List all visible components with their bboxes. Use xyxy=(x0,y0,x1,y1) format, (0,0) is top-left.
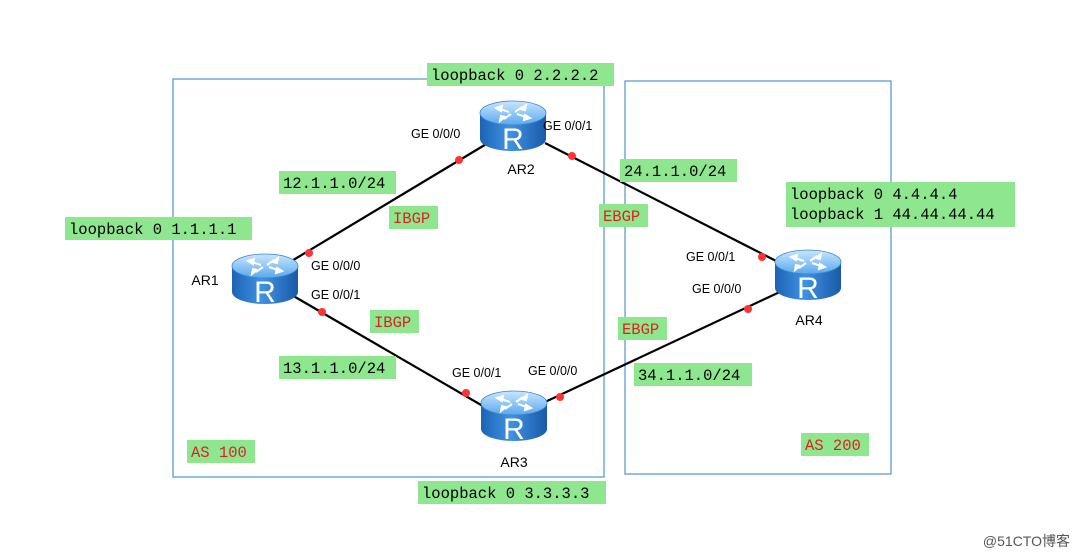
port-dot xyxy=(305,249,313,257)
subnet-13: 13.1.1.0/24 xyxy=(283,360,385,378)
link-ar2-ar4 xyxy=(544,142,785,266)
protocol-label-bg xyxy=(618,317,667,340)
protocol-ebgp-ar2-ar4: EBGP xyxy=(603,208,640,226)
interface-label: GE 0/0/1 xyxy=(452,366,501,380)
loopback-label-bg xyxy=(65,217,252,240)
as-200-area xyxy=(624,80,892,475)
router-name-ar1: AR1 xyxy=(191,272,218,288)
port-dot xyxy=(318,308,326,316)
protocol-label-bg xyxy=(370,310,419,333)
port-dot xyxy=(568,152,576,160)
subnet-24: 24.1.1.0/24 xyxy=(624,163,726,181)
as-100-label: AS 100 xyxy=(191,444,247,462)
interface-label: GE 0/0/0 xyxy=(692,282,741,296)
interface-label: GE 0/0/0 xyxy=(411,127,460,141)
interface-label: GE 0/0/1 xyxy=(686,250,735,264)
loopback-ar4-0: loopback 0 4.4.4.4 xyxy=(790,186,957,204)
as-label-bg xyxy=(187,440,255,463)
protocol-ibgp-ar1-ar3: IBGP xyxy=(374,314,411,332)
loopback-ar4-1: loopback 1 44.44.44.44 xyxy=(790,206,995,224)
router-glyph: R xyxy=(797,272,819,305)
loopback-ar1: loopback 0 1.1.1.1 xyxy=(69,221,236,239)
router-name-ar3: AR3 xyxy=(500,454,527,470)
loopback-ar3: loopback 0 3.3.3.3 xyxy=(422,485,589,503)
ar4-router-icon[interactable]: R xyxy=(774,249,842,305)
interface-label: GE 0/0/0 xyxy=(528,364,577,378)
protocol-ebgp-ar3-ar4: EBGP xyxy=(622,321,659,339)
ar1-router-icon[interactable]: R xyxy=(231,253,299,309)
router-glyph: R xyxy=(503,413,525,446)
as-label-bg xyxy=(801,433,869,456)
protocol-ibgp-ar1-ar2: IBGP xyxy=(393,210,430,228)
port-dot xyxy=(744,305,752,313)
as-100-area xyxy=(172,78,605,478)
subnet-12: 12.1.1.0/24 xyxy=(283,175,385,193)
ar2-router-icon[interactable]: R xyxy=(479,100,547,156)
ar3-router-icon[interactable]: R xyxy=(480,390,548,446)
subnet-34: 34.1.1.0/24 xyxy=(638,367,740,385)
router-name-ar4: AR4 xyxy=(795,312,822,328)
loopback-label-bg xyxy=(418,481,606,504)
port-dot xyxy=(556,393,564,401)
loopback-label-bg xyxy=(786,182,1015,227)
subnet-label-bg xyxy=(279,171,396,194)
router-name-ar2: AR2 xyxy=(507,161,534,177)
interface-label: GE 0/0/1 xyxy=(543,119,592,133)
router-glyph: R xyxy=(254,276,276,309)
interface-label: GE 0/0/1 xyxy=(311,288,360,302)
link-ar1-ar2 xyxy=(289,142,489,263)
watermark: @51CTO博客 xyxy=(983,533,1070,549)
router-glyph: R xyxy=(502,123,524,156)
loopback-label-bg xyxy=(427,63,614,86)
subnet-label-bg xyxy=(620,159,737,182)
as-200-label: AS 200 xyxy=(805,437,861,455)
interface-label: GE 0/0/0 xyxy=(311,259,360,273)
port-dot xyxy=(455,156,463,164)
port-dot xyxy=(462,389,470,397)
subnet-label-bg xyxy=(279,356,396,379)
subnet-label-bg xyxy=(634,363,752,386)
protocol-label-bg xyxy=(389,206,438,229)
loopback-ar2: loopback 0 2.2.2.2 xyxy=(431,67,598,85)
protocol-label-bg xyxy=(599,204,648,227)
port-dot xyxy=(758,253,766,261)
